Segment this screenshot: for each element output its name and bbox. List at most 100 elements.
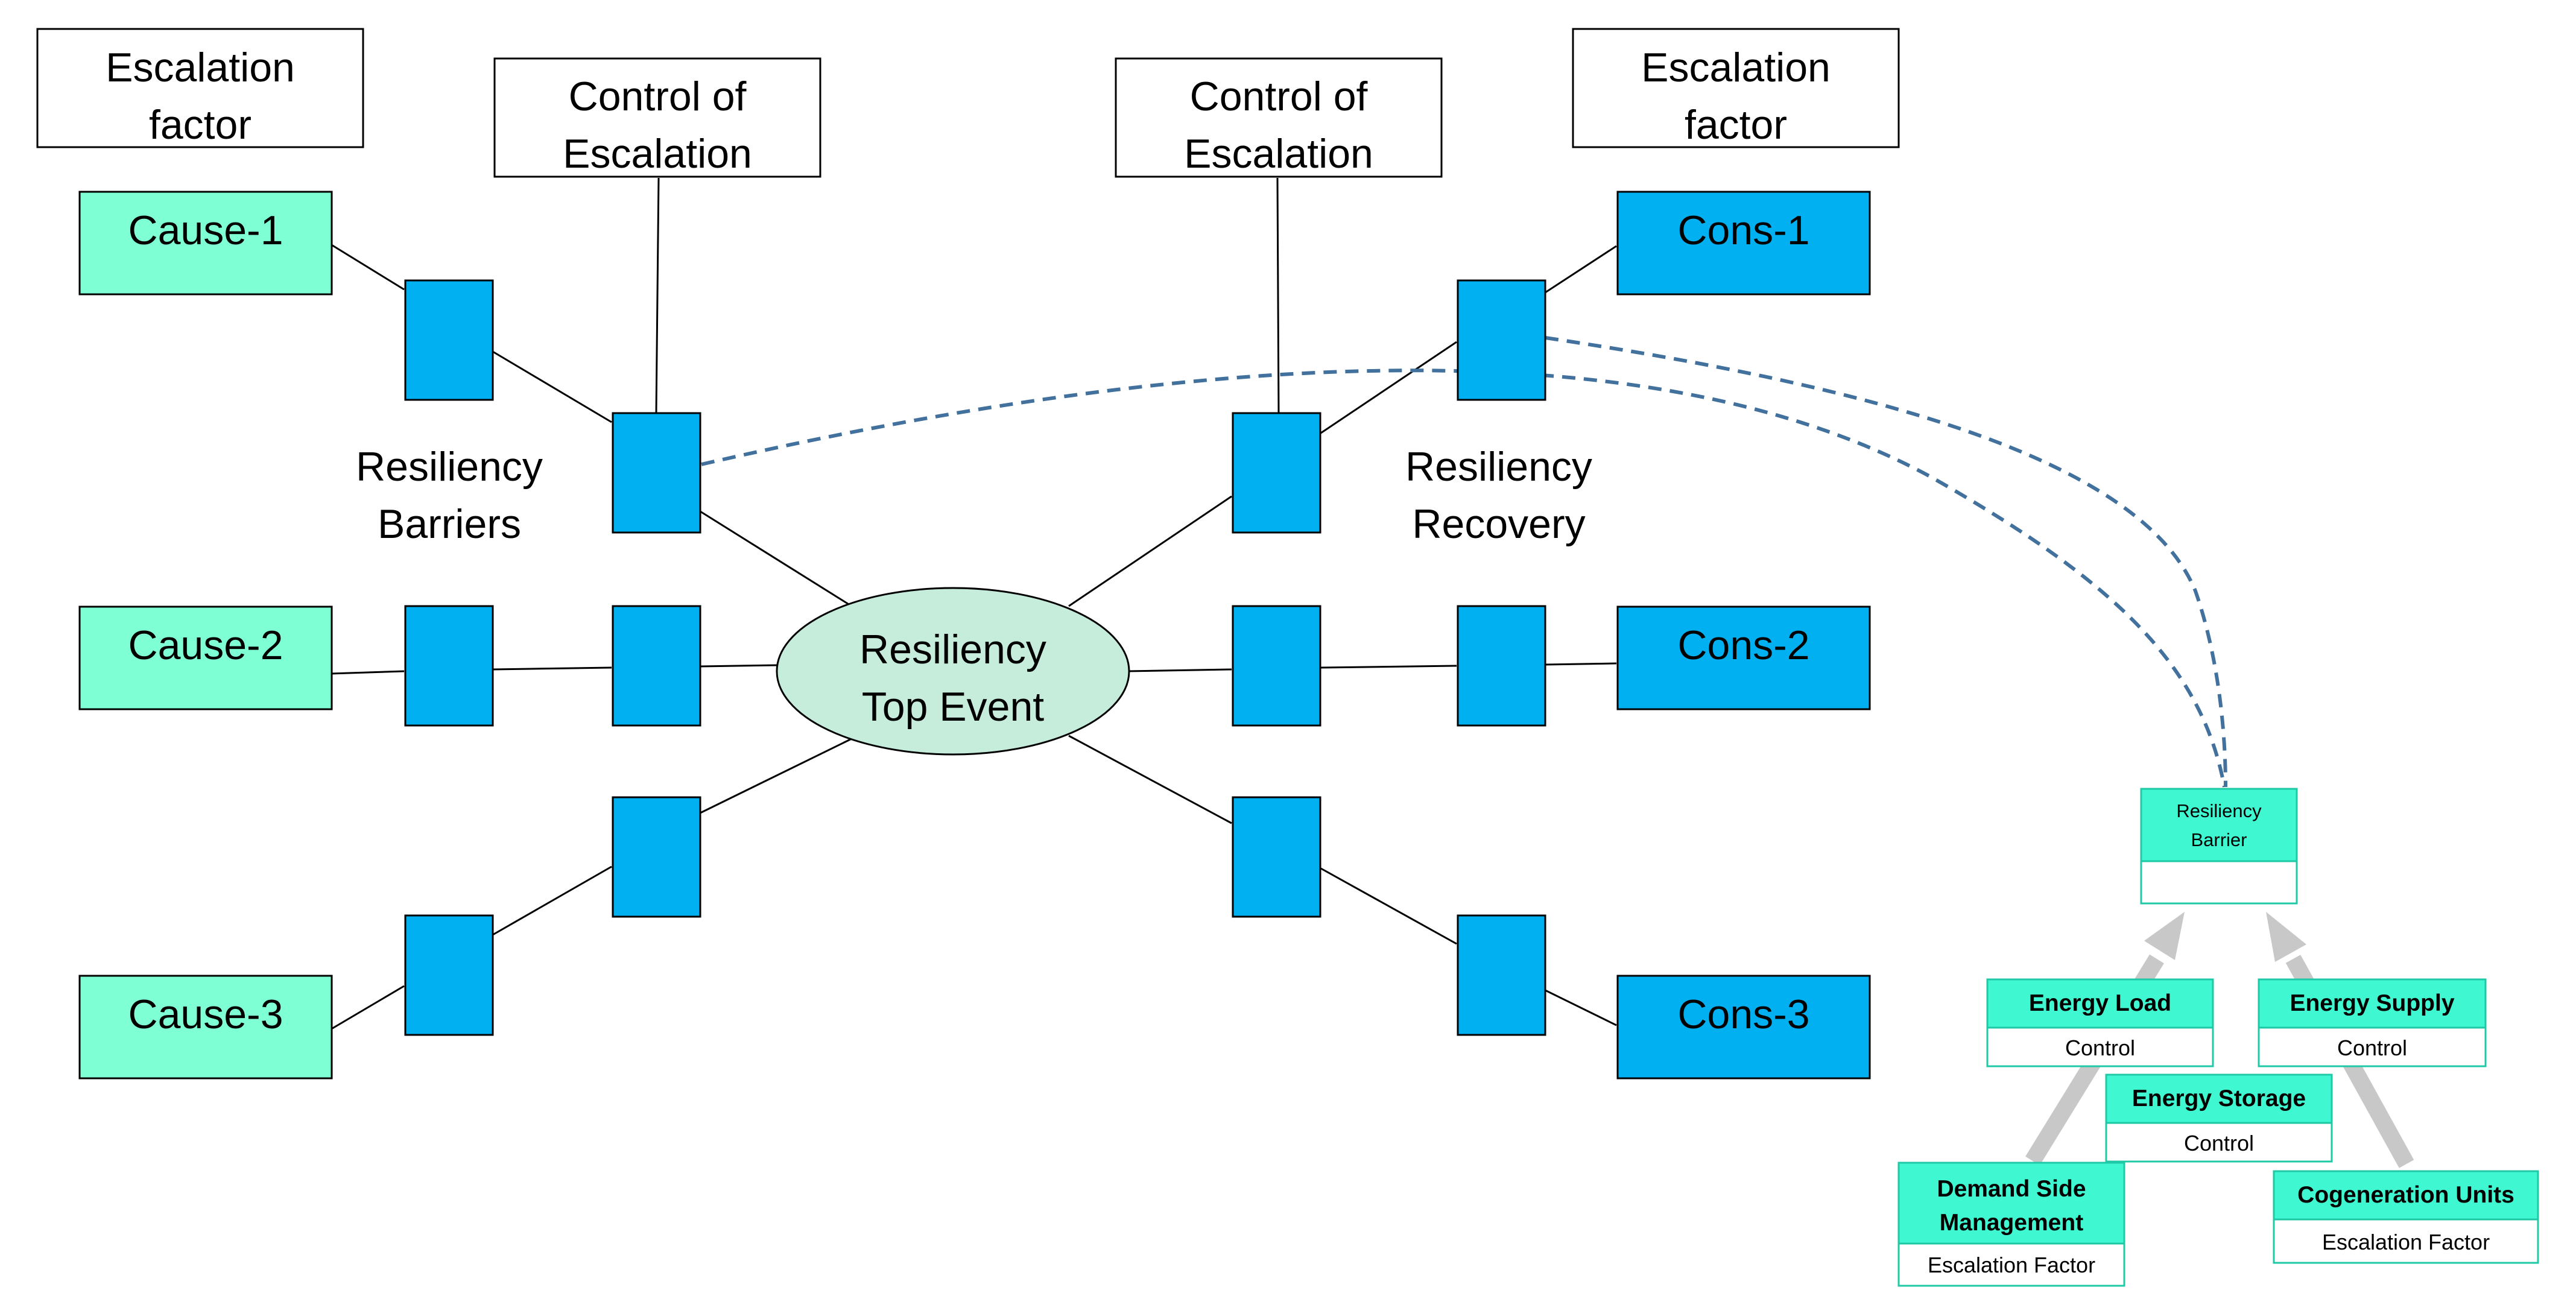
barrier-l1-outer: [404, 279, 494, 401]
text-line: Barriers: [378, 501, 521, 547]
text-line: factor: [149, 102, 252, 148]
barrier-l3-outer: [404, 914, 494, 1036]
detail-energy-supply: Energy Supply Control: [2258, 978, 2487, 1067]
barrier-link-r2: [1320, 665, 1457, 669]
cons-1-link: [1545, 245, 1617, 294]
cons-1-label: Cons-1: [1677, 207, 1809, 253]
cause-3-box: Cause-3: [78, 975, 333, 1080]
detail-energy-storage: Energy Storage Control: [2105, 1073, 2333, 1163]
barrier-r1-inner: [1232, 412, 1321, 534]
cons-3-label: Cons-3: [1677, 991, 1809, 1037]
barrier-link-l1: [492, 350, 612, 423]
detail-energy-load: Energy Load Control: [1986, 978, 2214, 1067]
top-to-barrier-r2: [1126, 668, 1232, 672]
barrier-to-top-l1: [700, 510, 852, 607]
cons-3-link: [1545, 989, 1617, 1026]
barrier-r2-outer: [1457, 605, 1546, 727]
barrier-r3-inner: [1232, 796, 1321, 918]
barrier-to-top-l2: [700, 664, 779, 668]
text-line: Management: [1940, 1210, 2083, 1236]
cause-2-label: Cause-2: [128, 622, 283, 668]
cause-1-link: [330, 243, 405, 291]
barrier-link-l2: [492, 666, 612, 671]
control-of-escalation-left-text: Control of Escalation: [563, 74, 752, 177]
detail-cogeneration-units: Cogeneration Units Escalation Factor: [2273, 1170, 2539, 1264]
energy-supply-role: Control: [2337, 1035, 2407, 1060]
escalation-factor-right-box: Escalation factor: [1572, 28, 1900, 148]
demand-side-management-role: Escalation Factor: [1928, 1253, 2095, 1277]
energy-storage-role: Control: [2184, 1131, 2254, 1155]
dashed-links: [701, 336, 2227, 788]
text-line: Resiliency: [2176, 800, 2262, 821]
cons-2-label: Cons-2: [1677, 622, 1809, 668]
text-line: Top Event: [862, 684, 1045, 730]
escalation-factor-right-text: Escalation factor: [1641, 45, 1831, 148]
energy-storage-title: Energy Storage: [2132, 1086, 2306, 1111]
cause-3-link: [330, 985, 405, 1031]
escalation-factor-left-box: Escalation factor: [36, 28, 364, 148]
text-line: Resiliency: [1405, 444, 1592, 490]
barrier-r1-outer: [1457, 279, 1546, 401]
top-to-barrier-r3: [1068, 735, 1232, 824]
text-line: Escalation: [1641, 45, 1831, 90]
cause-1-box: Cause-1: [78, 191, 333, 296]
barrier-link-l3: [492, 865, 612, 936]
text-line: Resiliency: [859, 627, 1046, 672]
barrier-link-r1: [1320, 341, 1457, 434]
control-of-escalation-left-box: Control of Escalation: [493, 57, 821, 178]
cons-2-box: Cons-2: [1616, 605, 1871, 710]
barrier-l2-inner: [612, 605, 701, 727]
arrowhead-right: [2266, 912, 2306, 962]
top-event-ellipse: [776, 587, 1130, 756]
text-line: factor: [1685, 102, 1787, 148]
text-line: Recovery: [1412, 501, 1585, 547]
escalation-factor-left-text: Escalation factor: [106, 45, 295, 148]
arrowhead-left: [2144, 912, 2185, 960]
barrier-r3-outer: [1457, 914, 1546, 1036]
cause-3-label: Cause-3: [128, 991, 283, 1037]
text-line: Resiliency: [356, 444, 543, 490]
barrier-r2-inner: [1232, 605, 1321, 727]
control-of-escalation-right-box: Control of Escalation: [1115, 57, 1443, 178]
barrier-l1-inner: [612, 412, 701, 534]
barrier-to-top-l3: [700, 738, 852, 814]
barrier-l2-outer: [404, 605, 494, 727]
dashed-link-from-barrier-left: [701, 368, 2226, 788]
text-line: Control of: [1190, 74, 1368, 119]
text-line: Barrier: [2191, 829, 2247, 850]
cause-2-link: [330, 670, 405, 675]
text-line: Control of: [569, 74, 747, 119]
cause-1-label: Cause-1: [128, 207, 283, 253]
text-line: Escalation: [106, 45, 295, 90]
cons-3-box: Cons-3: [1616, 975, 1871, 1080]
cogeneration-units-title: Cogeneration Units: [2297, 1182, 2514, 1208]
cons-1-box: Cons-1: [1616, 191, 1871, 296]
text-line: Demand Side: [1937, 1176, 2086, 1202]
control-line-left: [655, 177, 660, 413]
energy-load-role: Control: [2065, 1035, 2135, 1060]
cogeneration-units-role: Escalation Factor: [2322, 1230, 2490, 1254]
energy-supply-title: Energy Supply: [2290, 990, 2454, 1016]
text-line: Escalation: [1184, 131, 1373, 177]
control-line-right: [1276, 177, 1280, 413]
cause-2-box: Cause-2: [78, 605, 333, 710]
top-to-barrier-r1: [1068, 495, 1232, 607]
connector-lines: [330, 177, 1617, 1031]
barrier-link-r3: [1320, 867, 1457, 945]
cons-2-link: [1545, 662, 1617, 666]
control-of-escalation-right-text: Control of Escalation: [1184, 74, 1373, 177]
energy-load-title: Energy Load: [2029, 990, 2171, 1016]
text-line: Escalation: [563, 131, 752, 177]
dashed-link-from-barrier-right: [1545, 336, 2227, 788]
barrier-l3-inner: [612, 796, 701, 918]
barrier-squares: [404, 279, 1546, 1036]
